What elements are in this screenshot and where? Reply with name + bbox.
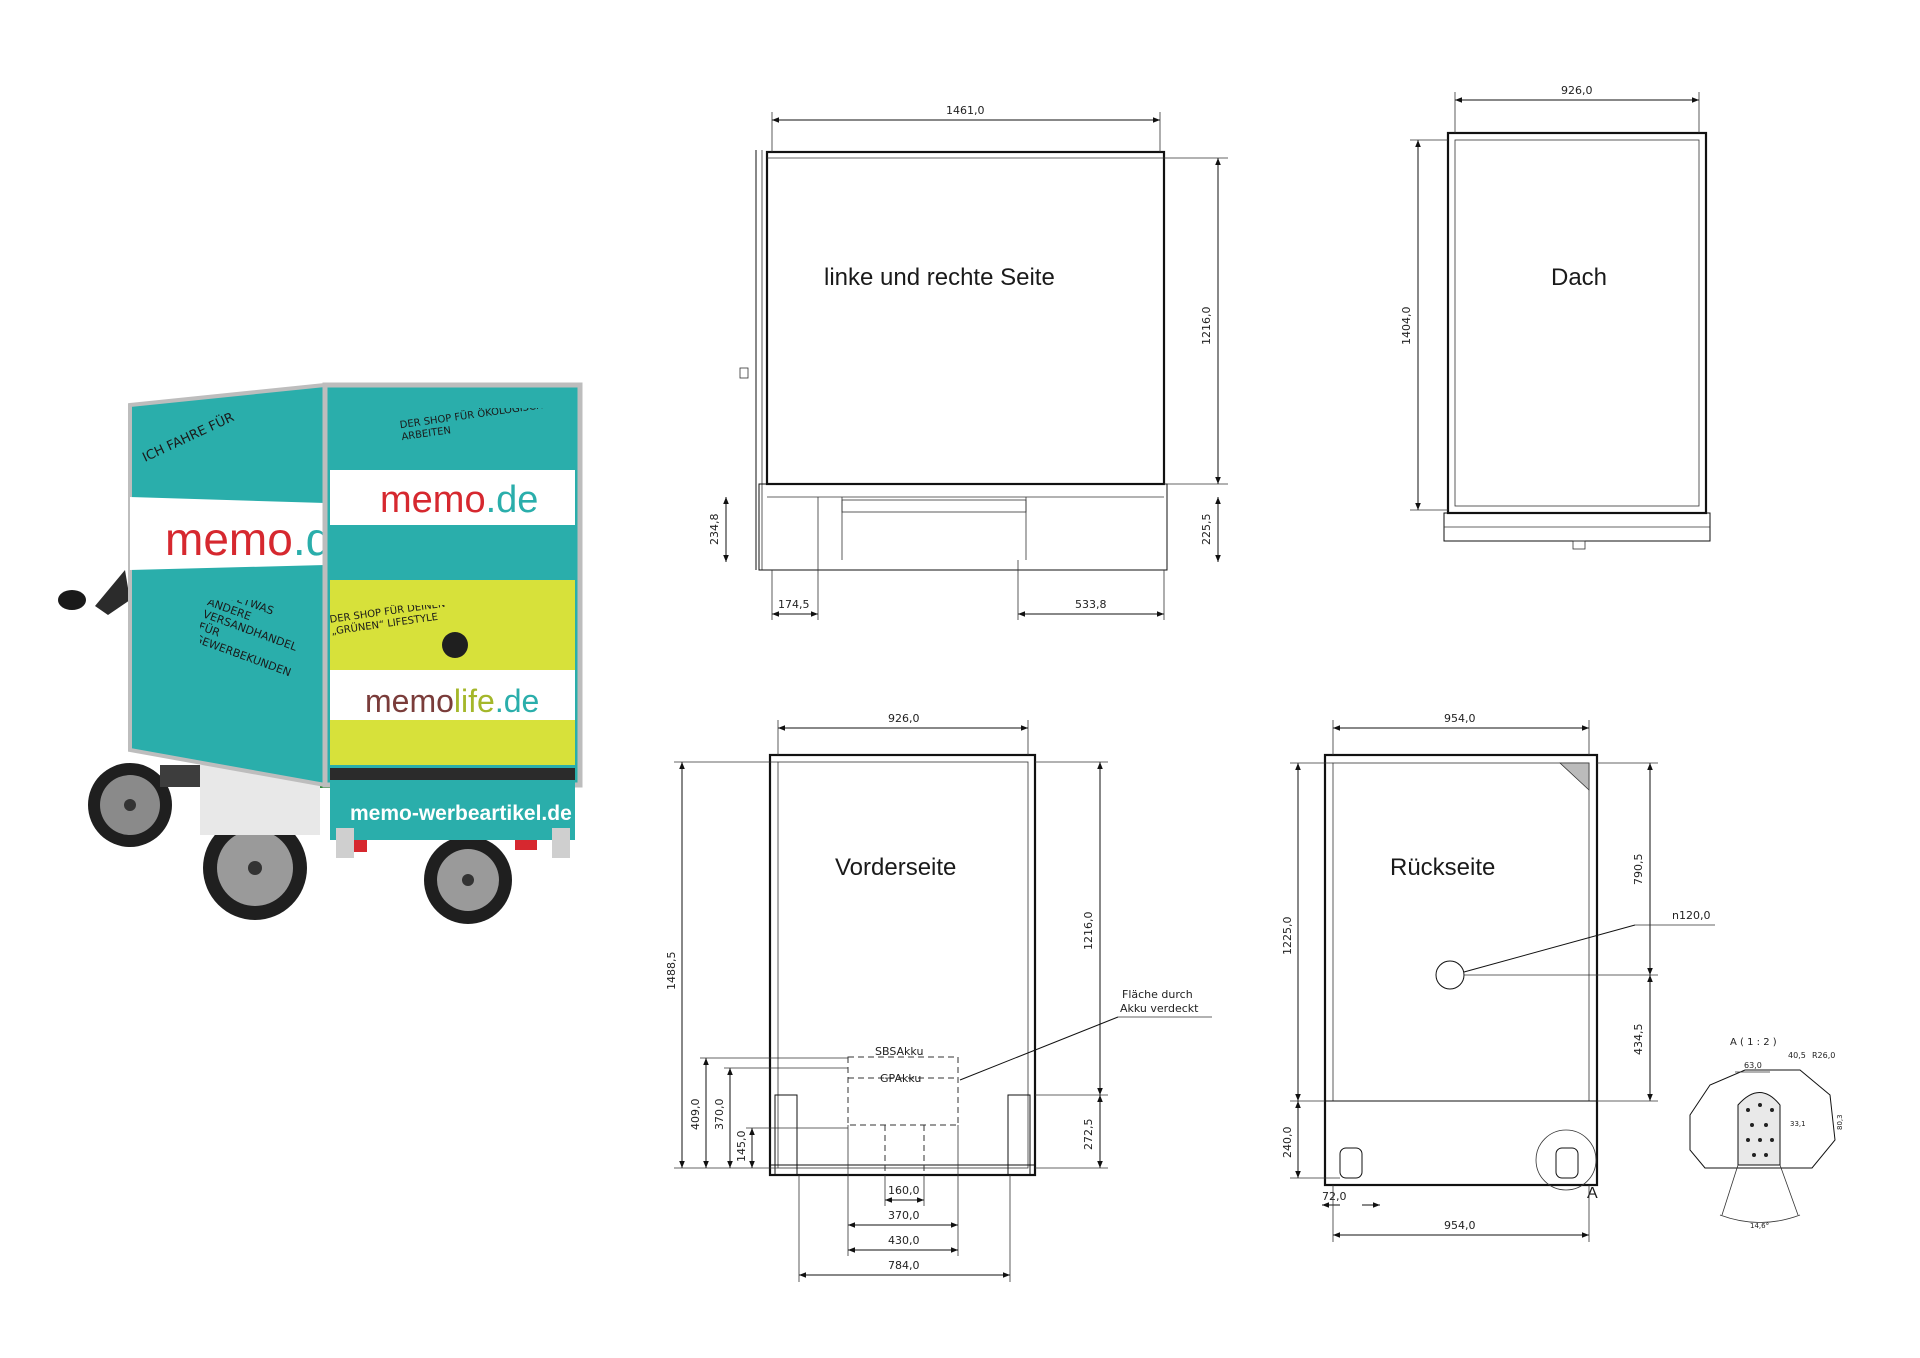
front-dim-370w: 370,0 [888, 1209, 920, 1222]
detail-dim-40: 40,5 [1788, 1051, 1806, 1060]
side-dim-base-right: 225,5 [1200, 514, 1213, 546]
back-dim-1225: 1225,0 [1281, 917, 1294, 956]
roof-dim-width: 926,0 [1561, 84, 1593, 97]
back-dim-width-top: 954,0 [1444, 712, 1476, 725]
bike-right-brand2-tld: .de [495, 683, 539, 719]
side-dim-height: 1216,0 [1200, 307, 1213, 346]
back-dim-72: 72,0 [1322, 1190, 1347, 1203]
front-dim-width: 926,0 [888, 712, 920, 725]
front-note-line2: Akku verdeckt [1120, 1002, 1199, 1015]
front-view: Vorderseite SBSAkku GPAkku Fläche durch … [665, 712, 1212, 1282]
side-dim-base-left: 234,8 [708, 514, 721, 546]
front-view-title: Vorderseite [835, 854, 956, 881]
front-dim-430: 430,0 [888, 1234, 920, 1247]
front-dim-370: 370,0 [713, 1099, 726, 1131]
back-view-title: Rückseite [1390, 854, 1495, 881]
back-dim-434: 434,5 [1632, 1024, 1645, 1056]
bike-right-brand-memo: memo [380, 479, 486, 521]
bike-footer-url: memo-werbeartikel.de [350, 802, 572, 825]
back-detail-marker: A [1587, 1185, 1598, 1202]
side-dim-bottom-left: 174,5 [778, 598, 810, 611]
bike-right-brand2-life: life [454, 683, 495, 719]
front-dim-height: 1216,0 [1082, 912, 1095, 951]
detail-dim-33: 33,1 [1790, 1120, 1806, 1128]
side-view: linke und rechte Seite 1461,0 1216,0 234… [708, 104, 1228, 620]
bike-left-bottom-text: DER ETWAS ANDERE VERSANDHANDEL FÜR GEWER… [200, 600, 299, 680]
roof-view-title: Dach [1551, 264, 1607, 291]
front-dim-160: 160,0 [888, 1184, 920, 1197]
front-note-line1: Fläche durch [1122, 988, 1193, 1001]
bike-left-brand-memo: memo [165, 513, 293, 565]
front-dim-272: 272,5 [1082, 1119, 1095, 1151]
bike-right-brand-tld: .de [486, 479, 539, 521]
side-dim-bottom-right: 533,8 [1075, 598, 1107, 611]
wheel-middle [203, 816, 307, 920]
detail-dim-14: 14,6° [1750, 1222, 1769, 1230]
front-dim-145: 145,0 [735, 1131, 748, 1163]
svg-text:memolife.de: memolife.de [365, 683, 539, 719]
detail-dim-80: 80,3 [1836, 1114, 1844, 1130]
wheel-right [424, 836, 512, 924]
back-dim-240: 240,0 [1281, 1127, 1294, 1159]
detail-dim-r26: R26,0 [1812, 1051, 1835, 1060]
back-dim-hole: n120,0 [1672, 909, 1710, 922]
side-dim-width: 1461,0 [946, 104, 985, 117]
back-dim-width-bottom: 954,0 [1444, 1219, 1476, 1232]
front-dim-total-height: 1488,5 [665, 952, 678, 991]
detail-a-view: A ( 1 : 2 ) 63,0 40,5 R26,0 33,1 80,3 14… [1689, 1037, 1844, 1230]
bike-right-brand2-memo: memo [365, 683, 454, 719]
front-dim-409: 409,0 [689, 1099, 702, 1131]
back-view: A Rückseite 954,0 1225,0 240,0 790,5 434… [1281, 712, 1715, 1242]
detail-title: A ( 1 : 2 ) [1730, 1037, 1777, 1048]
front-label-gp: GPAkku [880, 1072, 921, 1085]
svg-text:memo.de: memo.de [380, 479, 538, 521]
detail-dim-63: 63,0 [1744, 1061, 1762, 1070]
cargo-bike-illustration: ICH FAHRE FÜR memo.de DER ETWAS ANDERE V… [58, 382, 583, 924]
front-label-sbs: SBSAkku [875, 1045, 923, 1058]
side-view-title: linke und rechte Seite [824, 264, 1055, 291]
roof-view: Dach 926,0 1404,0 [1400, 84, 1711, 550]
wheel-left [88, 763, 172, 847]
back-dim-790: 790,5 [1632, 854, 1645, 886]
front-dim-784: 784,0 [888, 1259, 920, 1272]
roof-dim-height: 1404,0 [1400, 307, 1413, 346]
bike-right-top-text: DER SHOP FÜR ÖKOLOGISCHES ARBEITEN [400, 408, 557, 444]
